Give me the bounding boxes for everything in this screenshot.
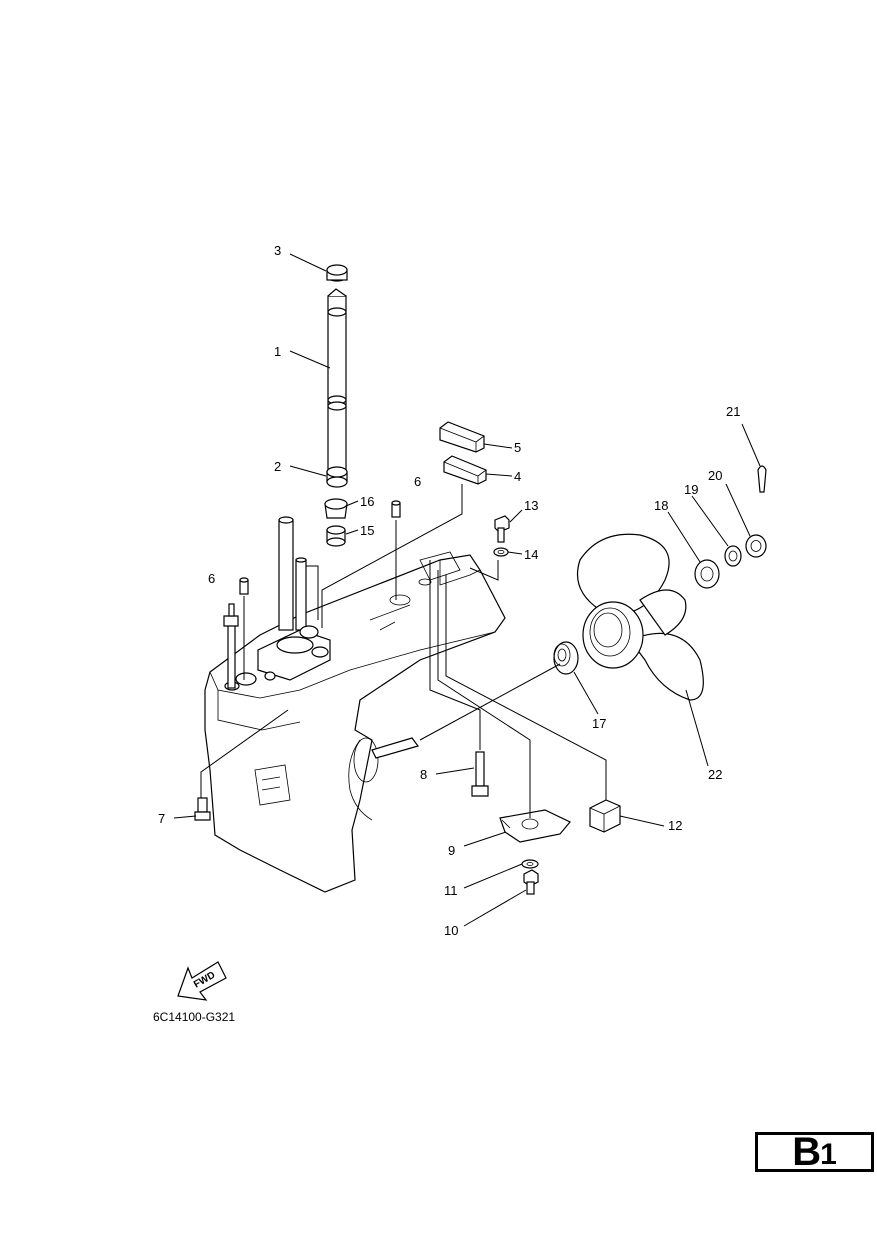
callout-12: 12 bbox=[668, 818, 682, 833]
callout-16: 16 bbox=[360, 494, 374, 509]
part-12-anode bbox=[589, 799, 621, 833]
page-badge: B 1 bbox=[755, 1132, 874, 1172]
callout-labels: 3 1 5 4 2 6 16 13 15 14 6 7 8 9 11 10 12… bbox=[158, 243, 740, 938]
callout-17: 17 bbox=[592, 716, 606, 731]
callout-8: 8 bbox=[420, 767, 427, 782]
callout-19: 19 bbox=[684, 482, 698, 497]
part-3-bushing bbox=[326, 264, 348, 282]
part-14-washer bbox=[493, 547, 509, 557]
callout-9: 9 bbox=[448, 843, 455, 858]
lower-unit-housing bbox=[204, 516, 506, 893]
part-19-washer bbox=[724, 545, 742, 567]
part-11-washer bbox=[521, 859, 539, 869]
part-1-drive-shaft bbox=[327, 288, 347, 482]
part-15-collar bbox=[326, 525, 346, 547]
part-8-bolt bbox=[471, 751, 489, 797]
part-6-dowel-pin-left bbox=[239, 577, 249, 595]
part-5-pad bbox=[439, 421, 485, 453]
part-18-spacer bbox=[694, 559, 720, 589]
callout-3: 3 bbox=[274, 243, 281, 258]
callout-6-right: 6 bbox=[414, 474, 421, 489]
callout-11: 11 bbox=[444, 883, 458, 898]
callout-4: 4 bbox=[514, 469, 521, 484]
part-20-castle-nut bbox=[745, 534, 767, 558]
part-13-bolt bbox=[494, 515, 510, 543]
callout-6-left: 6 bbox=[208, 571, 215, 586]
page-badge-number: 1 bbox=[820, 1138, 837, 1171]
callout-20: 20 bbox=[708, 468, 722, 483]
part-17-thrust-washer bbox=[553, 641, 579, 675]
diagram-code: 6C14100-G321 bbox=[153, 1010, 235, 1024]
callout-14: 14 bbox=[524, 547, 538, 562]
part-4-pad bbox=[443, 455, 487, 485]
part-7-bolt bbox=[194, 797, 211, 821]
part-6-dowel-pin-right bbox=[391, 500, 401, 518]
forward-arrow-icon: FWD bbox=[177, 961, 227, 1001]
callout-10: 10 bbox=[444, 923, 458, 938]
part-22-propeller bbox=[576, 533, 704, 701]
part-16-seal bbox=[324, 498, 348, 519]
callout-2: 2 bbox=[274, 459, 281, 474]
callout-15: 15 bbox=[360, 523, 374, 538]
callout-21: 21 bbox=[726, 404, 740, 419]
callout-7: 7 bbox=[158, 811, 165, 826]
part-10-bolt bbox=[523, 869, 539, 895]
part-21-cotter-pin bbox=[757, 465, 767, 493]
part-9-trim-tab bbox=[499, 809, 571, 843]
leader-lines bbox=[173, 253, 761, 927]
callout-22: 22 bbox=[708, 767, 722, 782]
part-2-bushing bbox=[326, 466, 348, 488]
callout-5: 5 bbox=[514, 440, 521, 455]
page-badge-letter: B bbox=[792, 1130, 821, 1174]
assembly-guide-lines bbox=[200, 484, 607, 818]
callout-13: 13 bbox=[524, 498, 538, 513]
callout-1: 1 bbox=[274, 344, 281, 359]
callout-18: 18 bbox=[654, 498, 668, 513]
